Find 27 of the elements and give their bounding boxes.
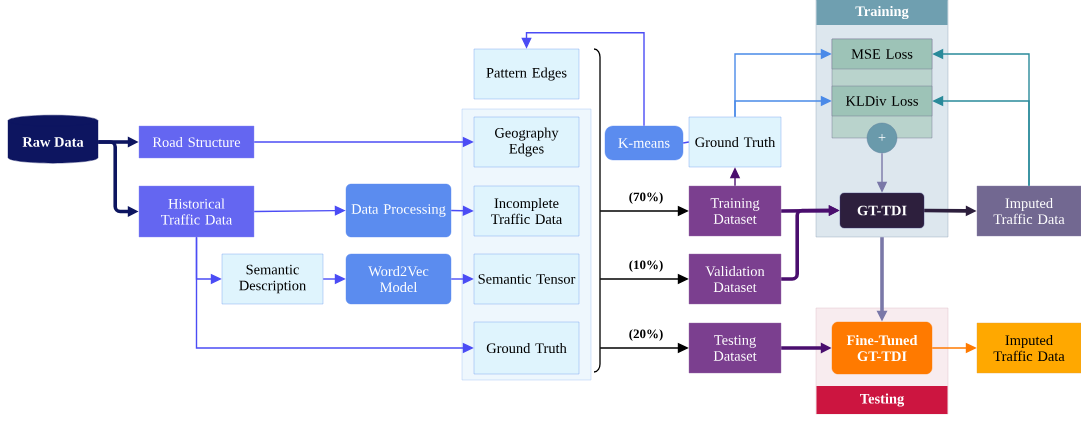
data-box: Semantic Tensor — [473, 253, 580, 305]
data-box: Incomplete Traffic Data — [473, 185, 580, 237]
data-box: Semantic Description — [221, 253, 324, 305]
dataset-box: Testing Dataset — [688, 322, 782, 374]
dataset-box: Validation Dataset — [688, 253, 782, 305]
database-cylinder: Raw Data — [7, 114, 99, 164]
data-box: Ground Truth — [473, 321, 580, 375]
edge-label: (10%) — [627, 259, 665, 273]
output-box: Imputed Traffic Data — [976, 185, 1081, 237]
data-box: Geography Edges — [473, 116, 580, 168]
model-box: Fine-Tuned GT-TDI — [831, 321, 933, 375]
edge-label: (20%) — [627, 328, 665, 342]
source-box: Historical Traffic Data — [138, 185, 255, 238]
source-box: Road Structure — [138, 125, 255, 159]
arrow — [521, 32, 645, 127]
loss-box: KLDiv Loss — [831, 85, 933, 117]
output-box: Imputed Traffic Data — [976, 322, 1081, 374]
process-box: Word2Vec Model — [345, 253, 452, 305]
model-box: GT-TDI — [839, 192, 925, 229]
data-box: Ground Truth — [688, 116, 782, 168]
dataset-box: Training Dataset — [688, 185, 782, 237]
connector-line — [682, 141, 690, 144]
edge-label: (70%) — [627, 191, 665, 205]
process-box: Data Processing — [345, 183, 452, 238]
data-box: Pattern Edges — [473, 48, 580, 100]
process-box: K-means — [604, 125, 684, 161]
loss-box: MSE Loss — [831, 38, 933, 70]
